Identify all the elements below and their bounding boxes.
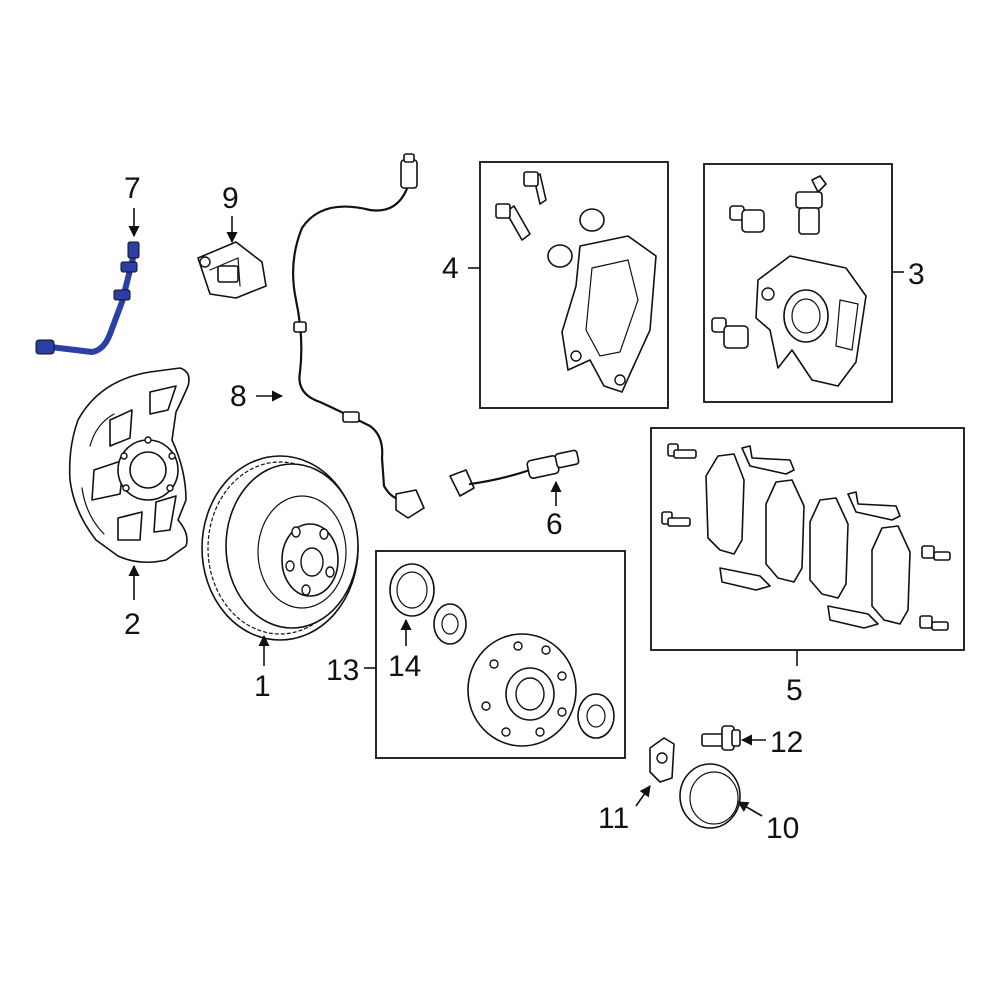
speed-sensor-wire-part[interactable] [292, 153, 425, 519]
callout-4: 4 [442, 252, 459, 285]
brake-hose-end-fitting [35, 339, 55, 355]
brake-hose-top-fitting [127, 241, 140, 259]
wear-sensor-part[interactable] [449, 449, 580, 497]
callout-13: 13 [326, 654, 359, 687]
callout-8: 8 [230, 380, 247, 413]
callout-3: 3 [908, 258, 925, 291]
brake-pads-box [650, 427, 965, 651]
callout-11: 11 [598, 802, 629, 835]
hub-assembly-box [375, 550, 626, 759]
dust-cap-part[interactable] [679, 763, 741, 829]
callout-7: 7 [124, 172, 141, 205]
brake-hose-crimp-upper [120, 261, 138, 273]
callout-12: 12 [770, 726, 803, 759]
bracket-part[interactable] [197, 241, 267, 299]
brake-pads-part[interactable] [661, 443, 951, 631]
bolt-part[interactable] [701, 725, 741, 751]
callout-6: 6 [546, 508, 563, 541]
callout-14: 14 [388, 650, 421, 683]
caliper-mount-part[interactable] [495, 171, 657, 393]
callout-1: 1 [254, 670, 271, 703]
clip-part[interactable] [649, 737, 675, 783]
hub-assembly-part[interactable] [433, 603, 615, 747]
callout-5: 5 [786, 674, 803, 707]
dust-shield-part[interactable] [68, 367, 190, 564]
callout-9: 9 [222, 182, 239, 215]
caliper-part[interactable] [711, 175, 867, 387]
callout-2: 2 [124, 608, 141, 641]
brake-hose-crimp-lower [113, 289, 131, 301]
caliper-mount-box [479, 161, 669, 409]
brake-rotor-part[interactable] [201, 455, 359, 641]
brake-hose-part[interactable] [35, 241, 140, 355]
callout-10: 10 [766, 812, 799, 845]
caliper-box [703, 163, 893, 403]
hub-seal-part[interactable] [389, 563, 435, 617]
